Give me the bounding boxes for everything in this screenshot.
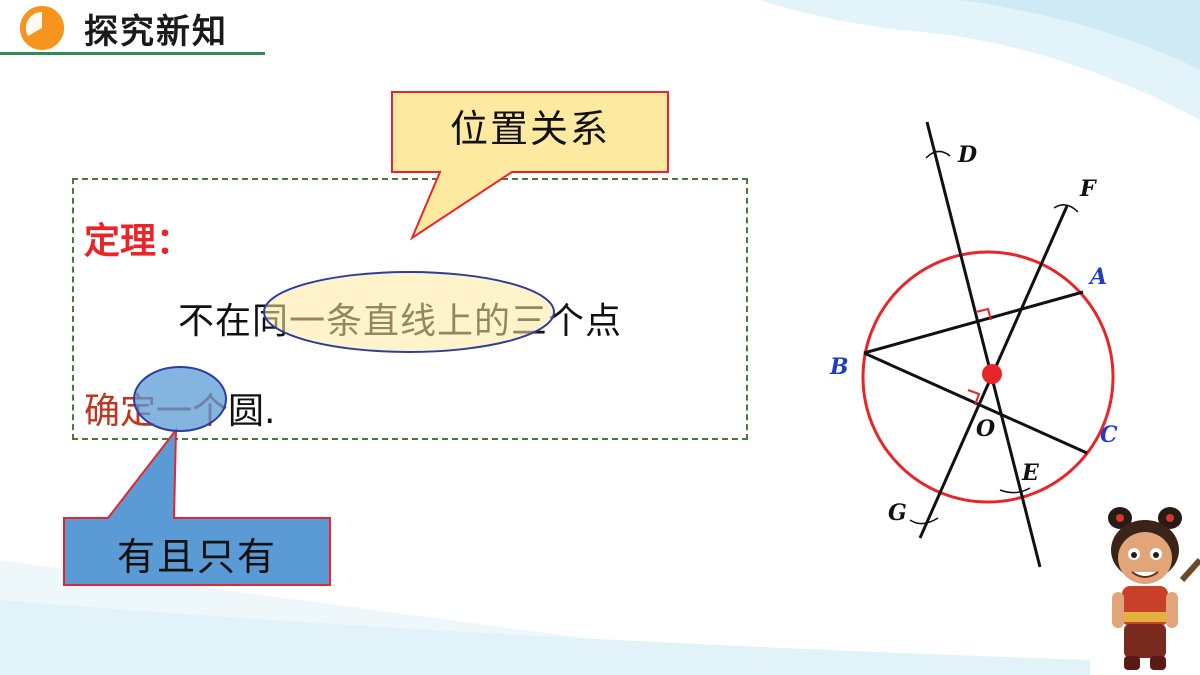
theorem-label: 定理：: [84, 221, 193, 262]
pie-chart-icon: [20, 6, 64, 50]
point-label-E: E: [1021, 460, 1040, 486]
point-label-O: O: [976, 416, 995, 442]
arc-mark-D: [925, 150, 951, 159]
point-label-G: G: [888, 500, 907, 526]
right-angle-mark-2: [967, 389, 981, 406]
point-label-D: D: [957, 142, 977, 168]
callout-bottom-text: 有且只有: [116, 535, 277, 579]
theorem-line-2: 确定一个圆.: [84, 382, 275, 434]
section-header: 探究新知: [0, 0, 270, 56]
section-title: 探究新知: [84, 12, 228, 52]
point-label-C: C: [1100, 422, 1118, 448]
point-label-B: B: [829, 354, 849, 380]
right-angle-mark-1: [975, 307, 992, 321]
callout-top-text: 位置关系: [449, 107, 610, 151]
arc-mark-E: [999, 487, 1031, 494]
circle-construction-diagram: A B C D E F G O: [829, 121, 1118, 568]
segment-BA: [863, 290, 1084, 355]
arc-mark-G: [909, 517, 939, 525]
arc-mark-F: [1053, 204, 1079, 213]
theorem-line-2-emphasis: 确定一个: [84, 391, 229, 432]
circumcircle: [861, 250, 1115, 504]
center-point: [982, 364, 1002, 384]
point-label-F: F: [1079, 176, 1097, 202]
header-underline: [0, 52, 265, 55]
bisector-DE: [925, 121, 1042, 568]
point-label-A: A: [1088, 264, 1107, 290]
theorem-line-1: 不在同一条直线上的三个点: [178, 301, 623, 342]
cartoon-character-image: [1108, 507, 1200, 670]
theorem-line-2-end: 圆.: [228, 391, 276, 432]
